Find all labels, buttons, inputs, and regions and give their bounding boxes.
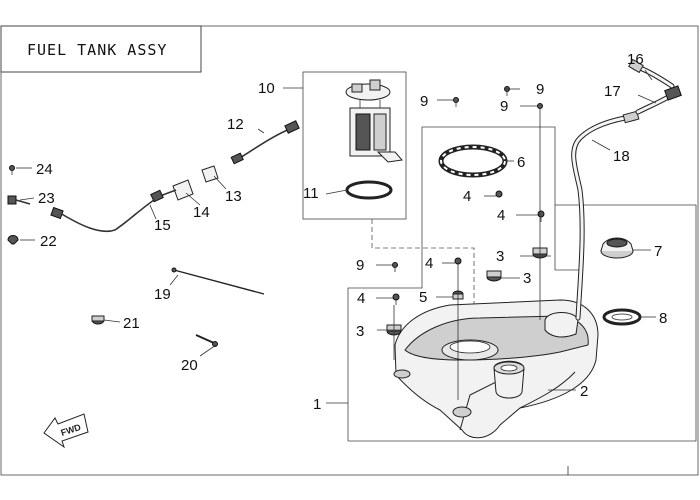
leader-lines [16, 69, 657, 404]
callout-16: 16 [627, 51, 644, 68]
callout-10: 10 [258, 80, 275, 97]
callout-numbers: 1 2 3 3 3 4 4 4 4 5 6 7 8 9 9 9 9 10 11 … [36, 51, 667, 413]
screw-4b [537, 210, 545, 222]
fuel-pump [345, 79, 403, 163]
callout-9d: 9 [356, 257, 364, 274]
pump-dash-line [371, 219, 475, 310]
cap-gasket [602, 308, 642, 326]
screw-4a [495, 190, 503, 198]
callout-24: 24 [36, 161, 53, 178]
fwd-arrow: FWD [43, 413, 89, 449]
callout-4b: 4 [497, 207, 505, 224]
diagram-frame [0, 25, 699, 476]
screw-4c [454, 257, 462, 265]
callout-12: 12 [227, 116, 244, 133]
fuel-cap [600, 237, 634, 259]
fuel-pump-box [302, 71, 407, 220]
callout-1: 1 [313, 396, 321, 413]
callout-19: 19 [154, 286, 171, 303]
callout-21: 21 [123, 315, 140, 332]
callout-22: 22 [40, 233, 57, 250]
callout-13: 13 [225, 188, 242, 205]
callout-9a: 9 [420, 93, 428, 110]
fuel-line-assembly [50, 120, 300, 232]
callout-9b: 9 [536, 81, 544, 98]
tank-assembly-outline [347, 126, 697, 442]
grommet-b [486, 270, 502, 282]
filler-neck [493, 360, 525, 399]
callout-4c: 4 [425, 255, 433, 272]
callout-3c: 3 [356, 323, 364, 340]
callout-9c: 9 [500, 98, 508, 115]
callout-18: 18 [613, 148, 630, 165]
clamp-24 [9, 165, 15, 175]
callout-15: 15 [154, 217, 171, 234]
callout-3b: 3 [523, 270, 531, 287]
callout-6: 6 [517, 154, 525, 171]
grommet-21 [91, 315, 105, 325]
callout-4a: 4 [463, 188, 471, 205]
callout-5: 5 [419, 289, 427, 306]
bolt-9d [392, 262, 398, 272]
callout-7: 7 [654, 243, 662, 260]
callout-14: 14 [193, 204, 210, 221]
callout-3a: 3 [496, 248, 504, 265]
pump-lock-ring [438, 144, 508, 178]
callout-17: 17 [604, 83, 621, 100]
screw-4d [392, 293, 400, 305]
strap-19 [171, 267, 265, 295]
fitting-23 [7, 195, 31, 205]
bolt-9a [453, 97, 459, 107]
pin-20 [195, 334, 218, 347]
title-box [0, 25, 202, 73]
clip-22 [7, 235, 19, 245]
diagram-title: FUEL TANK ASSY [27, 41, 167, 59]
callout-20: 20 [181, 357, 198, 374]
bolt-9b [504, 86, 510, 96]
callout-23: 23 [38, 190, 55, 207]
vent-hose-assembly [571, 58, 682, 321]
callout-4d: 4 [357, 290, 365, 307]
callout-2: 2 [580, 383, 588, 400]
tank-vent-boss [544, 312, 579, 338]
bolt-9c [537, 103, 543, 113]
callout-8: 8 [659, 310, 667, 327]
callout-11: 11 [303, 185, 319, 202]
pump-oring [345, 180, 393, 200]
